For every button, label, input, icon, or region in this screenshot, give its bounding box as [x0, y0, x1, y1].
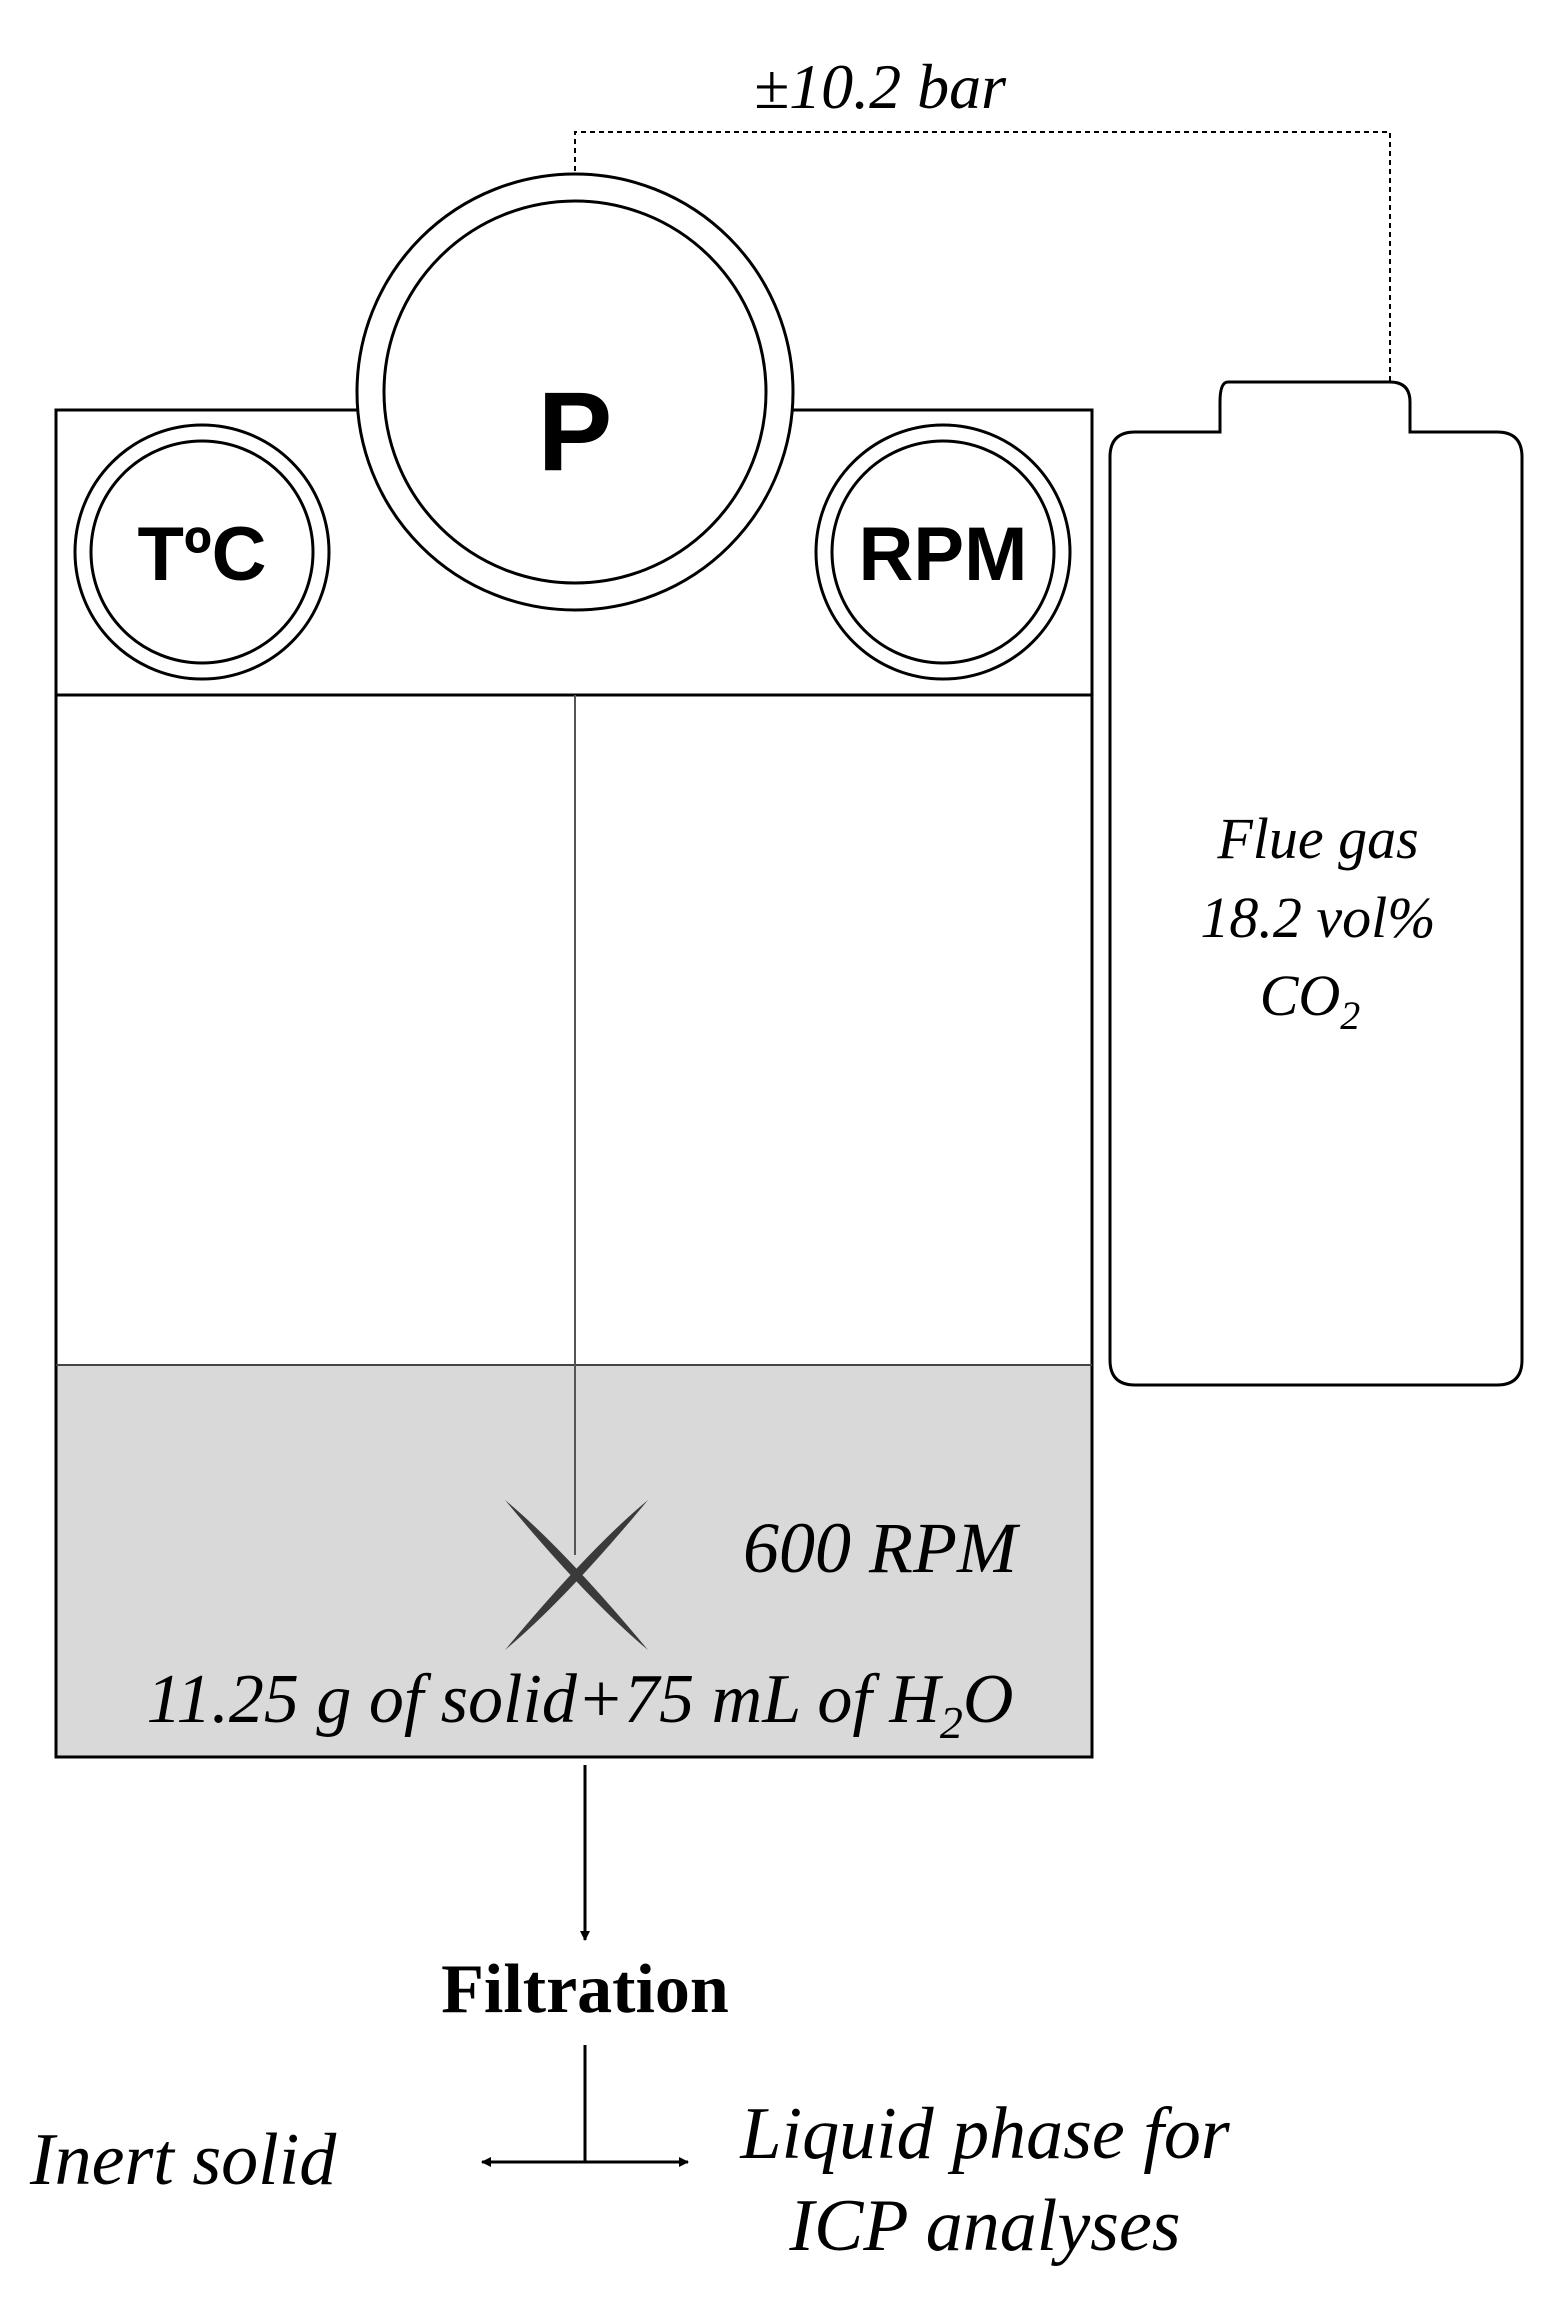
pressure-gauge-label: P	[538, 369, 613, 494]
speed-gauge	[814, 423, 1072, 681]
inert-solid-label: Inert solid	[29, 2119, 337, 2201]
split-arrow	[481, 2045, 689, 2167]
temperature-gauge-label: TºC	[137, 512, 266, 597]
speed-gauge-label: RPM	[859, 512, 1028, 597]
filtration-label: Filtration	[441, 1951, 729, 2028]
stirring-speed-label: 600 RPM	[743, 1508, 1021, 1588]
stirrer-icon	[505, 1500, 648, 1650]
reactor-vessel	[54, 408, 1094, 1759]
cylinder-line-3: CO2	[1260, 963, 1361, 1038]
liquid-phase-label-1: Liquid phase for	[739, 2093, 1230, 2175]
gas-cylinder	[1108, 380, 1524, 1387]
pressure-gauge	[355, 172, 795, 612]
temperature-gauge	[73, 423, 331, 681]
cylinder-line-1: Flue gas	[1216, 806, 1418, 871]
cylinder-line-2: 18.2 vol%	[1200, 885, 1435, 950]
liquid-phase-label-2: ICP analyses	[788, 2185, 1180, 2267]
reactor-charge-label: 11.25 g of solid+75 mL of H2O	[147, 1661, 1014, 1748]
pressure-label: ±10.2 bar	[754, 51, 1007, 122]
